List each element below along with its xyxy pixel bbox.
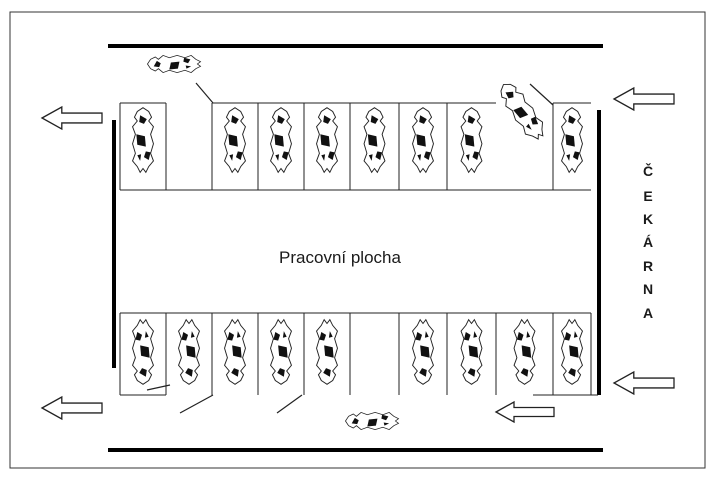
cow-icon [132, 318, 154, 385]
entry-gate-top-right [529, 83, 554, 106]
free-cows [147, 54, 544, 431]
arrow-left-icon [494, 400, 555, 424]
waiting-room-letter: Á [643, 234, 653, 250]
cow-icon [412, 318, 434, 385]
waiting-room-letter: R [643, 258, 653, 274]
cow-icon [270, 107, 292, 174]
cow-icon [513, 318, 536, 385]
entry-gate-top-left [195, 82, 214, 104]
cow-icon [460, 107, 483, 174]
cow-icon [132, 107, 154, 174]
cow-icon [224, 318, 246, 385]
cow-icon [147, 54, 202, 74]
gate-bottom-c [276, 394, 303, 414]
waiting-room-letter: Č [643, 162, 653, 179]
cow-icon [224, 107, 246, 174]
outer-frame [9, 11, 706, 469]
waiting-room-letter: K [643, 211, 653, 227]
arrow-left-icon [40, 105, 103, 131]
cow-icon [460, 318, 483, 385]
cow-icon [561, 318, 583, 385]
cow-icon [363, 107, 386, 174]
flow-arrows [40, 86, 675, 424]
gate-bottom-a [146, 384, 171, 391]
cow-icon [500, 83, 544, 140]
gate-bottom-b [179, 394, 214, 414]
arrow-left-icon [612, 86, 675, 112]
cow-icon [270, 318, 292, 385]
waiting-room-letter: N [643, 281, 653, 297]
cow-icon [316, 318, 338, 385]
waiting-room-letter: E [643, 188, 652, 204]
cow-icon [412, 107, 434, 174]
cow-icon [561, 107, 583, 174]
cow-icon [345, 411, 400, 431]
waiting-room-letter: A [643, 305, 653, 321]
work-area-label: Pracovní plocha [279, 248, 401, 267]
top-stall-row [119, 102, 591, 190]
arrow-left-icon [40, 395, 103, 421]
arrow-left-icon [612, 370, 675, 396]
bottom-stall-row [119, 313, 592, 396]
cow-icon [178, 318, 200, 385]
cow-icon [316, 107, 338, 174]
waiting-room-label: Č E K Á R N A [643, 162, 653, 321]
